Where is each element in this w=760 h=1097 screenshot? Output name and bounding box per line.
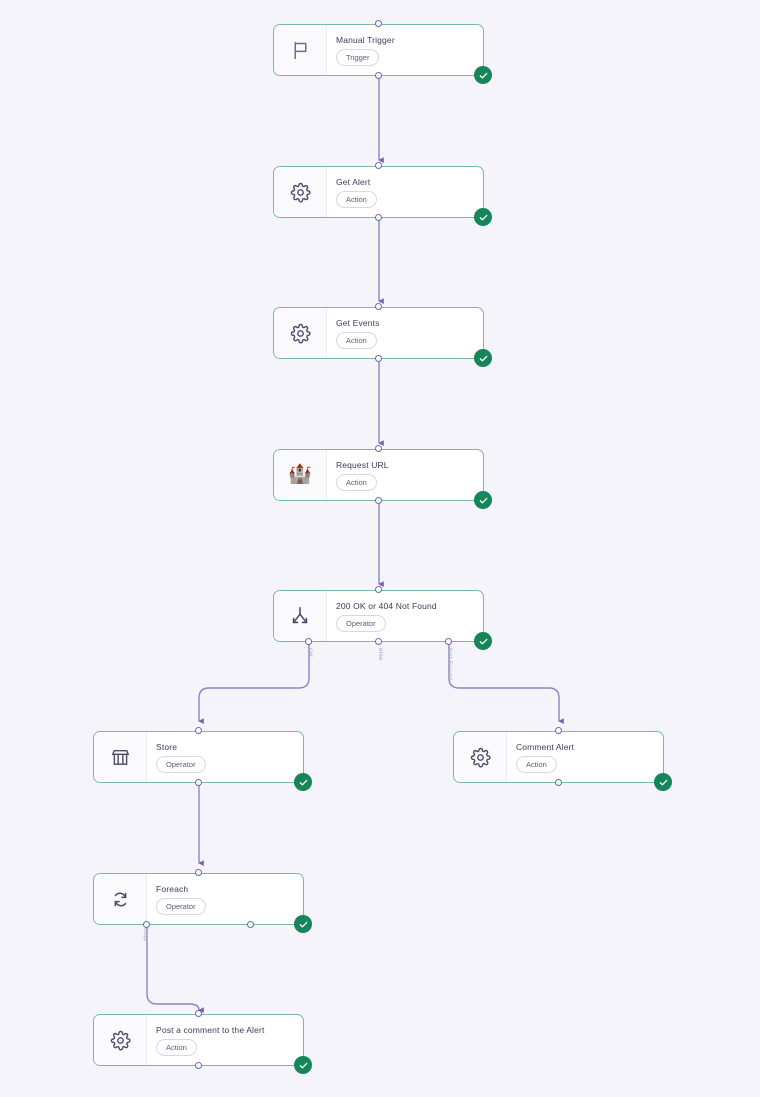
node-title: Post a comment to the Alert xyxy=(156,1025,265,1035)
node-request-url[interactable]: 🏰 Request URL Action xyxy=(273,449,492,509)
node-title: Get Events xyxy=(336,318,380,328)
status-success-icon xyxy=(474,66,492,84)
node-icon-panel xyxy=(274,591,327,641)
gear-icon xyxy=(470,747,491,768)
edge-ok-to-store xyxy=(198,642,310,724)
node-type-badge[interactable]: Action xyxy=(156,1039,197,1056)
node-type-badge[interactable]: Action xyxy=(336,191,377,208)
port-get-events-bottom[interactable] xyxy=(375,355,382,362)
node-type-badge[interactable]: Trigger xyxy=(336,49,380,66)
port-foreach-out-loop[interactable] xyxy=(143,921,150,928)
node-icon-panel xyxy=(274,308,327,358)
node-icon-panel xyxy=(274,25,327,75)
edge-foreach-loop-to-post-comment xyxy=(146,925,204,1013)
node-title: Foreach xyxy=(156,884,189,894)
node-icon-panel xyxy=(94,732,147,782)
port-manual-trigger-bottom[interactable] xyxy=(375,72,382,79)
castle-emoji-icon: 🏰 xyxy=(288,464,312,485)
port-branch-out-ok[interactable] xyxy=(305,638,312,645)
gear-icon xyxy=(290,323,311,344)
port-branch-top[interactable] xyxy=(375,586,382,593)
node-icon-panel xyxy=(94,1015,147,1065)
label-ok: OK xyxy=(306,648,313,658)
status-success-icon xyxy=(474,349,492,367)
port-branch-out-not-found[interactable] xyxy=(445,638,452,645)
node-title: Manual Trigger xyxy=(336,35,395,45)
node-title: Comment Alert xyxy=(516,742,575,752)
node-body: Request URL Action xyxy=(327,450,483,500)
status-success-icon xyxy=(474,491,492,509)
node-title: Store xyxy=(156,742,178,752)
node-type-badge[interactable]: Operator xyxy=(156,898,206,915)
port-get-events-top[interactable] xyxy=(375,303,382,310)
label-loop: loop xyxy=(142,928,149,942)
node-type-badge[interactable]: Operator xyxy=(336,615,386,632)
port-branch-out-else[interactable] xyxy=(375,638,382,645)
node-type-badge[interactable]: Action xyxy=(336,474,377,491)
branch-split-icon xyxy=(289,605,311,627)
port-get-alert-bottom[interactable] xyxy=(375,214,382,221)
node-type-badge[interactable]: Operator xyxy=(156,756,206,773)
node-title: 200 OK or 404 Not Found xyxy=(336,601,437,611)
edge-not-found-to-comment-alert xyxy=(448,642,564,724)
port-store-top[interactable] xyxy=(195,727,202,734)
gear-icon xyxy=(290,182,311,203)
node-icon-panel xyxy=(454,732,507,782)
node-title: Get Alert xyxy=(336,177,371,187)
status-success-icon xyxy=(654,773,672,791)
status-success-icon xyxy=(294,1056,312,1074)
port-request-url-bottom[interactable] xyxy=(375,497,382,504)
port-post-comment-top[interactable] xyxy=(195,1010,202,1017)
label-not-found: Not Found xyxy=(446,648,453,681)
port-comment-alert-top[interactable] xyxy=(555,727,562,734)
port-manual-trigger-top[interactable] xyxy=(375,20,382,27)
node-icon-panel xyxy=(94,874,147,924)
node-type-badge[interactable]: Action xyxy=(516,756,557,773)
loop-icon xyxy=(110,889,131,910)
node-icon-panel xyxy=(274,167,327,217)
port-foreach-out-done[interactable] xyxy=(247,921,254,928)
port-comment-alert-bottom[interactable] xyxy=(555,779,562,786)
node-type-badge[interactable]: Action xyxy=(336,332,377,349)
gear-icon xyxy=(110,1030,131,1051)
label-else: else xyxy=(377,648,384,661)
port-get-alert-top[interactable] xyxy=(375,162,382,169)
status-success-icon xyxy=(474,632,492,650)
status-success-icon xyxy=(294,915,312,933)
port-store-bottom[interactable] xyxy=(195,779,202,786)
port-foreach-top[interactable] xyxy=(195,869,202,876)
flag-icon xyxy=(290,40,311,61)
node-icon-panel: 🏰 xyxy=(274,450,327,500)
status-success-icon xyxy=(474,208,492,226)
status-success-icon xyxy=(294,773,312,791)
store-icon xyxy=(110,747,131,768)
port-post-comment-bottom[interactable] xyxy=(195,1062,202,1069)
port-request-url-top[interactable] xyxy=(375,445,382,452)
node-title: Request URL xyxy=(336,460,389,470)
